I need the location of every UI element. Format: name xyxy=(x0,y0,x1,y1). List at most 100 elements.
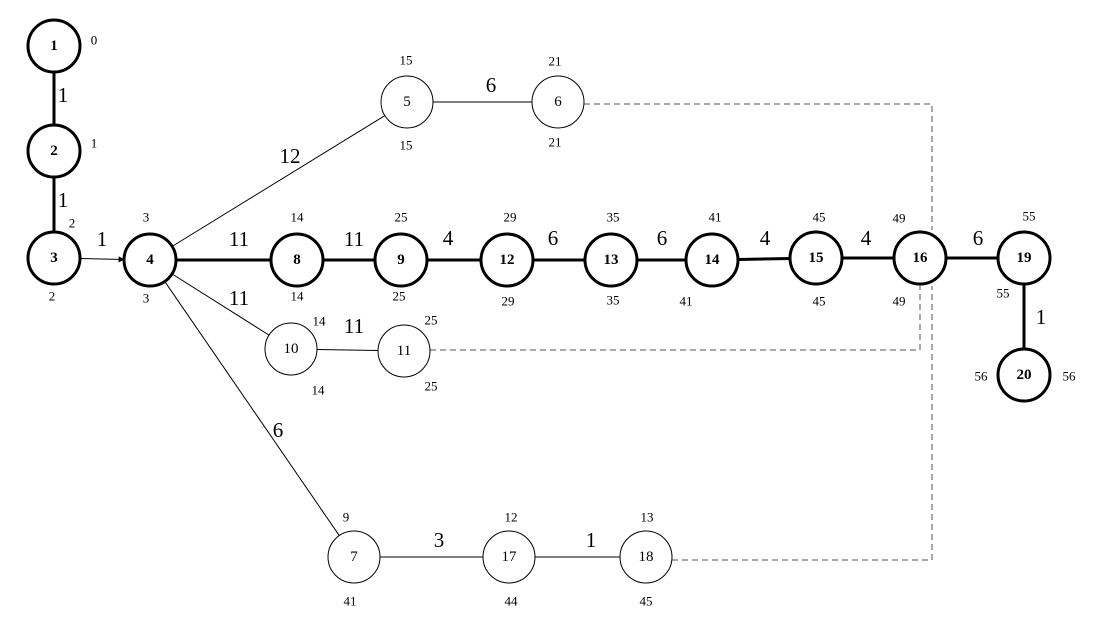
node-time-14-late: 41 xyxy=(680,294,693,309)
node-circle-5 xyxy=(380,75,434,129)
node-time-10-late: 14 xyxy=(312,383,326,398)
node-time-15-early: 45 xyxy=(813,210,826,225)
node-time-16-late: 49 xyxy=(893,294,906,309)
node-time-14-early: 41 xyxy=(709,210,722,225)
node-time-15-late: 45 xyxy=(813,294,826,309)
edges xyxy=(52,72,1026,561)
node-time-4-early: 3 xyxy=(143,210,150,225)
edge-10-11 xyxy=(316,348,379,352)
node-circle-14 xyxy=(684,232,740,288)
node-circle-7 xyxy=(327,530,381,584)
node-14: 14 xyxy=(684,232,740,288)
node-7: 7 xyxy=(327,530,381,584)
node-time-20-late: 56 xyxy=(1063,369,1077,384)
edge-4-10 xyxy=(171,273,270,336)
node-circle-1 xyxy=(26,18,82,74)
node-time-11-early: 25 xyxy=(425,313,438,328)
node-18: 18 xyxy=(619,530,673,584)
node-circle-8 xyxy=(269,232,325,288)
node-id-17: 17 xyxy=(502,549,518,565)
node-id-3: 3 xyxy=(50,250,58,266)
node-17: 17 xyxy=(482,530,536,584)
node-id-4: 4 xyxy=(146,252,154,268)
node-id-15: 15 xyxy=(809,250,824,266)
node-circle-12 xyxy=(479,232,535,288)
edge-weight-4-10: 11 xyxy=(229,286,249,310)
edge-weight-19-20: 1 xyxy=(1036,305,1047,329)
node-4: 4 xyxy=(122,232,178,288)
node-id-18: 18 xyxy=(639,549,654,565)
edge-weight-9-12: 4 xyxy=(443,226,454,250)
node-time-8-early: 14 xyxy=(291,210,305,225)
node-time-5-early: 15 xyxy=(400,53,413,68)
node-2: 2 xyxy=(26,123,82,179)
edge-3-4 xyxy=(79,256,125,263)
node-circle-11 xyxy=(377,324,431,378)
node-time-9-early: 25 xyxy=(395,210,408,225)
edge-weight-10-11: 11 xyxy=(344,314,364,338)
node-circle-9 xyxy=(373,232,429,288)
node-time-20-early: 56 xyxy=(975,369,989,384)
node-circle-17 xyxy=(482,530,536,584)
node-id-9: 9 xyxy=(397,252,405,268)
node-circle-6 xyxy=(531,75,585,129)
node-time-9-late: 25 xyxy=(393,289,406,304)
edge-weight-5-6: 6 xyxy=(486,73,497,97)
edge-weight-8-9: 11 xyxy=(344,227,364,251)
node-id-19: 19 xyxy=(1017,250,1032,266)
node-circle-19 xyxy=(996,230,1052,286)
node-id-7: 7 xyxy=(350,549,358,565)
node-11: 11 xyxy=(377,324,431,378)
node-10: 10 xyxy=(264,322,318,376)
node-time-12-early: 29 xyxy=(504,210,517,225)
edge-weight-7-17: 3 xyxy=(434,528,445,552)
node-8: 8 xyxy=(269,232,325,288)
node-id-6: 6 xyxy=(554,94,562,110)
node-9: 9 xyxy=(373,232,429,288)
node-time-16-early: 49 xyxy=(893,211,906,226)
node-time-7-late: 41 xyxy=(344,594,357,609)
node-time-7-early: 9 xyxy=(343,510,350,525)
node-3: 3 xyxy=(26,230,82,286)
edge-4-7 xyxy=(164,281,340,536)
edge-weight-4-8: 11 xyxy=(229,227,249,251)
edge-weight-12-13: 6 xyxy=(548,226,559,250)
node-id-16: 16 xyxy=(913,250,929,266)
node-time-6-early: 21 xyxy=(549,54,562,69)
node-id-11: 11 xyxy=(397,343,411,359)
node-time-12-late: 29 xyxy=(502,294,515,309)
edge-14-15 xyxy=(737,257,791,261)
node-time-8-late: 14 xyxy=(291,289,305,304)
node-circle-4 xyxy=(122,232,178,288)
node-20: 20 xyxy=(996,347,1052,403)
node-time-3-late: 2 xyxy=(49,289,56,304)
node-circle-3 xyxy=(26,230,82,286)
node-time-4-late: 3 xyxy=(143,291,150,306)
node-15: 15 xyxy=(788,230,844,286)
edge-weight-2-3: 1 xyxy=(58,188,69,212)
node-time-13-late: 35 xyxy=(607,293,620,308)
node-time-18-late: 45 xyxy=(640,594,653,609)
edge-weight-17-18: 1 xyxy=(586,528,597,552)
edge-weight-14-15: 4 xyxy=(760,226,771,250)
node-time-1-early: 0 xyxy=(91,33,98,48)
edge-weight-4-7: 6 xyxy=(273,418,284,442)
node-time-2-early: 1 xyxy=(91,136,98,151)
node-5: 5 xyxy=(380,75,434,129)
node-id-20: 20 xyxy=(1017,367,1032,383)
edge-weight-4-5: 12 xyxy=(280,144,301,168)
edge-4-5 xyxy=(171,115,386,247)
node-time-18-early: 13 xyxy=(641,510,654,525)
dummy-edge-18-16 xyxy=(672,286,933,561)
edge-weight-1-2: 1 xyxy=(58,83,69,107)
node-16: 16 xyxy=(892,230,948,286)
node-circle-15 xyxy=(788,230,844,286)
dummy-edge-6-16 xyxy=(584,103,933,230)
dummy-edge-11-16 xyxy=(430,284,921,351)
edge-weight-15-16: 4 xyxy=(861,226,872,250)
node-id-1: 1 xyxy=(50,38,58,54)
node-6: 6 xyxy=(531,75,585,129)
node-time-13-early: 35 xyxy=(607,210,620,225)
